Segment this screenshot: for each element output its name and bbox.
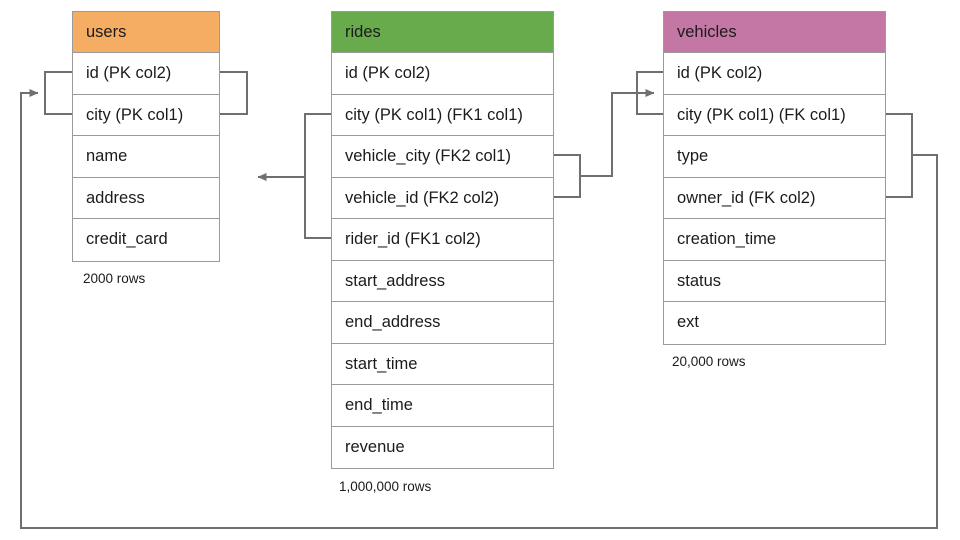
table-vehicles-column-ext[interactable]: ext (664, 302, 885, 344)
table-rides-column-start-address[interactable]: start_address (332, 260, 553, 302)
vehicles-right-bracket (886, 113, 913, 198)
rides-to-vehicles-connector (580, 89, 655, 177)
table-users-column-city[interactable]: city (PK col1) (73, 94, 219, 136)
table-rides[interactable]: rides id (PK col2) city (PK col1) (FK1 c… (331, 11, 554, 469)
table-vehicles-column-city[interactable]: city (PK col1) (FK col1) (664, 94, 885, 136)
table-vehicles-column-status[interactable]: status (664, 260, 885, 302)
rides-right-bracket (554, 154, 581, 198)
table-vehicles-row-count: 20,000 rows (672, 354, 746, 369)
table-vehicles[interactable]: vehicles id (PK col2) city (PK col1) (FK… (663, 11, 886, 345)
vehicles-left-bracket (636, 71, 663, 115)
table-vehicles-column-id[interactable]: id (PK col2) (664, 53, 885, 95)
table-rides-column-end-time[interactable]: end_time (332, 385, 553, 427)
table-rides-column-vehicle-city[interactable]: vehicle_city (FK2 col1) (332, 136, 553, 178)
table-vehicles-title: vehicles (664, 12, 885, 53)
users-left-bracket (44, 71, 72, 115)
table-vehicles-column-owner-id[interactable]: owner_id (FK col2) (664, 177, 885, 219)
table-users[interactable]: users id (PK col2) city (PK col1) name a… (72, 11, 220, 262)
table-rides-column-revenue[interactable]: revenue (332, 426, 553, 468)
table-rides-column-id[interactable]: id (PK col2) (332, 53, 553, 95)
table-users-column-address[interactable]: address (73, 177, 219, 219)
table-rides-column-rider-id[interactable]: rider_id (FK1 col2) (332, 219, 553, 261)
table-rides-title: rides (332, 12, 553, 53)
table-rides-column-vehicle-id[interactable]: vehicle_id (FK2 col2) (332, 177, 553, 219)
table-rides-column-city[interactable]: city (PK col1) (FK1 col1) (332, 94, 553, 136)
table-vehicles-column-type[interactable]: type (664, 136, 885, 178)
table-users-title: users (73, 12, 219, 53)
table-rides-column-start-time[interactable]: start_time (332, 343, 553, 385)
table-rides-row-count: 1,000,000 rows (339, 479, 432, 494)
table-rides-column-end-address[interactable]: end_address (332, 302, 553, 344)
table-users-column-name[interactable]: name (73, 136, 219, 178)
users-right-bracket (220, 71, 248, 115)
table-users-column-id[interactable]: id (PK col2) (73, 53, 219, 95)
table-vehicles-column-creation-time[interactable]: creation_time (664, 219, 885, 261)
table-users-row-count: 2000 rows (83, 271, 146, 286)
table-users-column-credit-card[interactable]: credit_card (73, 219, 219, 261)
rides-left-bracket (304, 113, 331, 239)
